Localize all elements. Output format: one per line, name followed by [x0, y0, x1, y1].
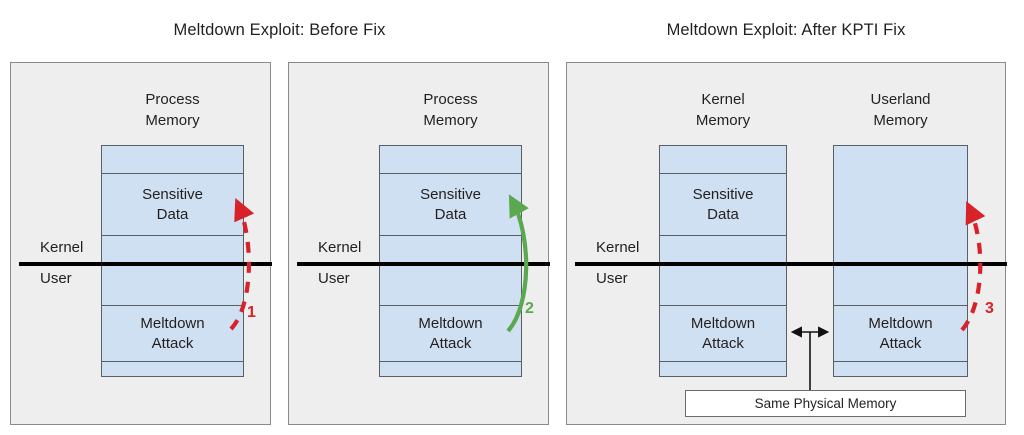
memory-block-kernel-memory: Sensitive Data Meltdown Attack: [659, 145, 787, 377]
privilege-divider-panel-3: [575, 262, 1007, 266]
memory-segment-meltdown-attack: Meltdown Attack: [834, 306, 967, 362]
privilege-divider-panel-2: [297, 262, 550, 266]
memory-segment: [660, 362, 786, 375]
memory-segment-meltdown-attack: Meltdown Attack: [660, 306, 786, 362]
kernel-label-panel-1: Kernel: [40, 239, 84, 256]
memory-segment-label: Sensitive Data: [142, 185, 203, 223]
memory-segment-sensitive-data: Sensitive Data: [380, 174, 521, 236]
memory-segment-label: Meltdown Attack: [418, 314, 483, 352]
column-heading-process-memory-1: Process Memory: [145, 91, 200, 129]
arrow-number-2: 2: [525, 300, 534, 317]
memory-segment: [834, 362, 967, 375]
column-heading-userland-memory: Userland Memory: [870, 91, 931, 129]
memory-segment: [380, 362, 521, 375]
privilege-divider-panel-1: [19, 262, 272, 266]
memory-block-process-memory-2: Sensitive Data Meltdown Attack: [379, 145, 522, 377]
memory-segment: [380, 236, 521, 264]
memory-segment-label: Sensitive Data: [692, 185, 754, 223]
memory-segment: [660, 146, 786, 174]
memory-segment: [660, 236, 786, 264]
same-physical-memory-label: Same Physical Memory: [754, 396, 897, 411]
memory-segment: [834, 264, 967, 306]
memory-segment: [380, 146, 521, 174]
memory-block-process-memory-1: Sensitive Data Meltdown Attack: [101, 145, 244, 377]
memory-segment: [102, 236, 243, 264]
memory-segment-sensitive-data: Sensitive Data: [102, 174, 243, 236]
memory-segment-label: Meltdown Attack: [690, 314, 756, 352]
column-heading-process-memory-2: Process Memory: [423, 91, 478, 129]
user-label-panel-3: User: [596, 270, 628, 287]
memory-segment-meltdown-attack: Meltdown Attack: [102, 306, 243, 362]
memory-segment: [380, 264, 521, 306]
memory-block-userland-memory: Meltdown Attack: [833, 145, 968, 377]
memory-segment: [102, 362, 243, 375]
memory-segment-label: Sensitive Data: [420, 185, 481, 223]
column-heading-kernel-memory: Kernel Memory: [695, 91, 751, 129]
memory-segment-label: Meltdown Attack: [868, 314, 933, 352]
arrow-number-3: 3: [985, 300, 994, 317]
memory-segment: [102, 264, 243, 306]
user-label-panel-2: User: [318, 270, 350, 287]
kernel-label-panel-3: Kernel: [596, 239, 640, 256]
user-label-panel-1: User: [40, 270, 72, 287]
kernel-label-panel-2: Kernel: [318, 239, 362, 256]
memory-segment-sensitive-data: Sensitive Data: [660, 174, 786, 236]
memory-segment: [102, 146, 243, 174]
same-physical-memory-box: Same Physical Memory: [685, 390, 966, 417]
title-before-fix: Meltdown Exploit: Before Fix: [173, 21, 386, 39]
memory-segment-meltdown-attack: Meltdown Attack: [380, 306, 521, 362]
memory-segment: [660, 264, 786, 306]
memory-segment-empty-top: [834, 146, 967, 264]
title-after-fix: Meltdown Exploit: After KPTI Fix: [666, 21, 906, 39]
arrow-number-1: 1: [247, 304, 256, 321]
memory-segment-label: Meltdown Attack: [140, 314, 205, 352]
